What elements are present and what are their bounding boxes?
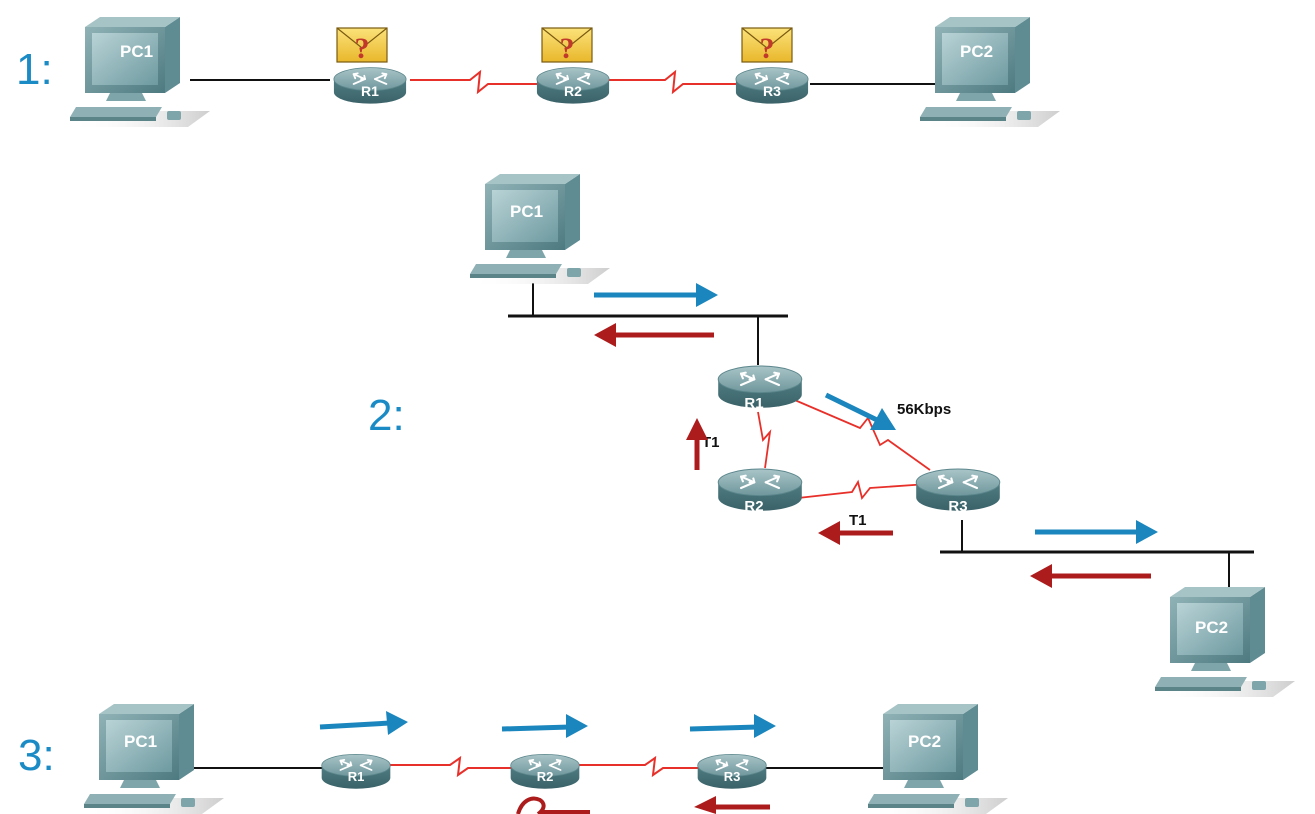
pc1-device: PC1: [84, 704, 224, 814]
pc1-device: PC1: [470, 174, 610, 284]
pc2-label: PC2: [908, 732, 941, 751]
r3-router: R3: [915, 467, 1001, 515]
pc1-label: PC1: [120, 42, 153, 61]
r2-router: R2: [536, 66, 610, 105]
r1-label: R1: [348, 769, 365, 784]
arrow-forward-icon: [501, 714, 588, 738]
r2-router: R2: [509, 753, 581, 790]
r1-label: R1: [361, 83, 379, 99]
arrow-return-icon: [516, 796, 590, 814]
r1-router: R1: [717, 364, 803, 412]
r1-label: R1: [744, 395, 763, 412]
scenario-1: 1: PC1 PC2 R1 R2 R3: [16, 17, 1060, 127]
scenario-2: 2: PC1 PC2 R1 R2 R3: [368, 174, 1295, 697]
serial-link-r2-r3: [797, 479, 929, 500]
serial-link-r1-r2: [757, 411, 772, 469]
r2-label: R2: [744, 498, 763, 515]
arrow-forward-icon: [689, 714, 776, 738]
r3-router: R3: [696, 753, 768, 790]
r3-router: R3: [735, 66, 809, 105]
pc-icon: [84, 704, 224, 814]
pc-icon: [1155, 587, 1295, 697]
serial-link-r1-r3: [789, 397, 931, 471]
pc1-device: PC1: [70, 17, 210, 127]
envelope-question-icon: [741, 27, 793, 66]
pc2-device: PC2: [920, 17, 1060, 127]
arrow-forward-icon: [594, 283, 718, 307]
envelope-question-icon: [541, 27, 593, 66]
r1-router: R1: [333, 66, 407, 105]
pc-icon: [868, 704, 1008, 814]
arrow-forward-icon: [824, 392, 896, 430]
arrow-return-icon: [594, 323, 714, 347]
arrow-return-icon: [694, 796, 770, 814]
r3-label: R3: [948, 498, 967, 515]
pc2-device: PC2: [1155, 587, 1295, 697]
arrow-return-icon: [686, 418, 708, 470]
pc2-label: PC2: [960, 42, 993, 61]
scenario-2-number: 2:: [368, 391, 405, 440]
link-speed-r2-r3: T1: [849, 512, 867, 529]
pc-icon: [70, 17, 210, 127]
pc1-label: PC1: [124, 732, 157, 751]
arrow-forward-icon: [1035, 520, 1158, 544]
link-speed-r1-r3: 56Kbps: [897, 401, 951, 418]
pc2-label: PC2: [1195, 618, 1228, 637]
serial-link: [578, 755, 700, 778]
envelope-question-icon: [336, 27, 388, 66]
r2-label: R2: [537, 769, 554, 784]
serial-link: [605, 69, 740, 95]
r3-label: R3: [763, 83, 781, 99]
r2-label: R2: [564, 83, 582, 99]
serial-link: [410, 69, 545, 95]
pc-icon: [920, 17, 1060, 127]
r3-label: R3: [724, 769, 741, 784]
scenario-3-number: 3:: [18, 731, 55, 780]
arrow-return-icon: [818, 521, 893, 545]
scenario-1-number: 1:: [16, 45, 53, 94]
serial-link: [390, 755, 512, 778]
r2-router: R2: [717, 467, 803, 515]
r1-router: R1: [320, 753, 392, 790]
scenario-3: 3: PC1 PC2 R1 R2 R3: [18, 704, 1008, 814]
pc1-label: PC1: [510, 202, 543, 221]
pc-icon: [470, 174, 610, 284]
arrow-forward-icon: [319, 711, 408, 735]
pc2-device: PC2: [868, 704, 1008, 814]
arrow-return-icon: [1030, 564, 1151, 588]
